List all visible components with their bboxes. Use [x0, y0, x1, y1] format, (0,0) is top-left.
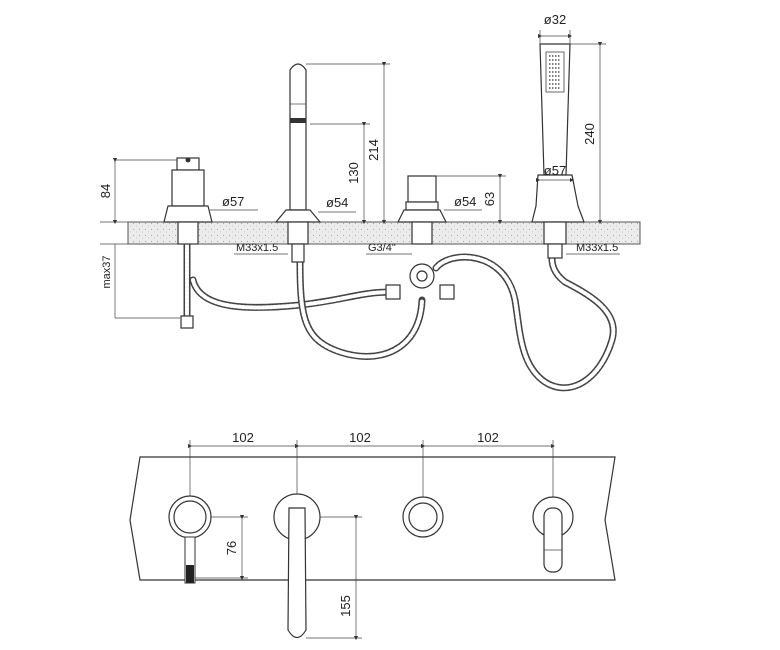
spout-body: [274, 63, 322, 263]
dim-spout-reach: 155: [338, 595, 353, 617]
dim-mixer-height: 84: [98, 184, 113, 198]
dim-spout-dia: ø54: [326, 195, 348, 210]
dim-spacing-1: 102: [232, 430, 254, 445]
dim-spout-height-214: 214: [366, 139, 381, 161]
spout-top: [273, 493, 321, 639]
dim-shower-dia-top: ø32: [544, 12, 566, 27]
dim-lever: 76: [224, 541, 239, 555]
diverter-body: [385, 175, 455, 300]
thread-shower: M33x1.5: [576, 242, 618, 254]
side-view: 84 max37 ø57 ø54 130 214 ø54 63 ø32 240 …: [98, 12, 641, 392]
shower-top: [532, 496, 574, 573]
top-view: 102 102 102 76 155: [129, 430, 616, 641]
dim-spout-height-130: 130: [346, 162, 361, 184]
dim-shower-base-dia: ø57: [544, 163, 566, 178]
dim-deck-max: max37: [101, 255, 113, 288]
dim-shower-length: 240: [582, 123, 597, 145]
mixer-top: [168, 495, 212, 584]
dim-diverter-height: 63: [482, 192, 497, 206]
thread-diverter: G3/4": [368, 242, 396, 254]
hand-shower: [531, 43, 585, 259]
dim-spacing-2: 102: [349, 430, 371, 445]
dim-diverter-dia: ø54: [454, 194, 476, 209]
mixer-body: [163, 157, 213, 329]
dim-spacing-3: 102: [477, 430, 499, 445]
deck-outline: [129, 456, 616, 581]
hoses: [183, 240, 617, 392]
dim-mixer-dia: ø57: [222, 194, 244, 209]
dimension-lines: [112, 30, 620, 319]
diverter-top: [402, 496, 444, 538]
thread-spout: M33x1.5: [236, 242, 278, 254]
